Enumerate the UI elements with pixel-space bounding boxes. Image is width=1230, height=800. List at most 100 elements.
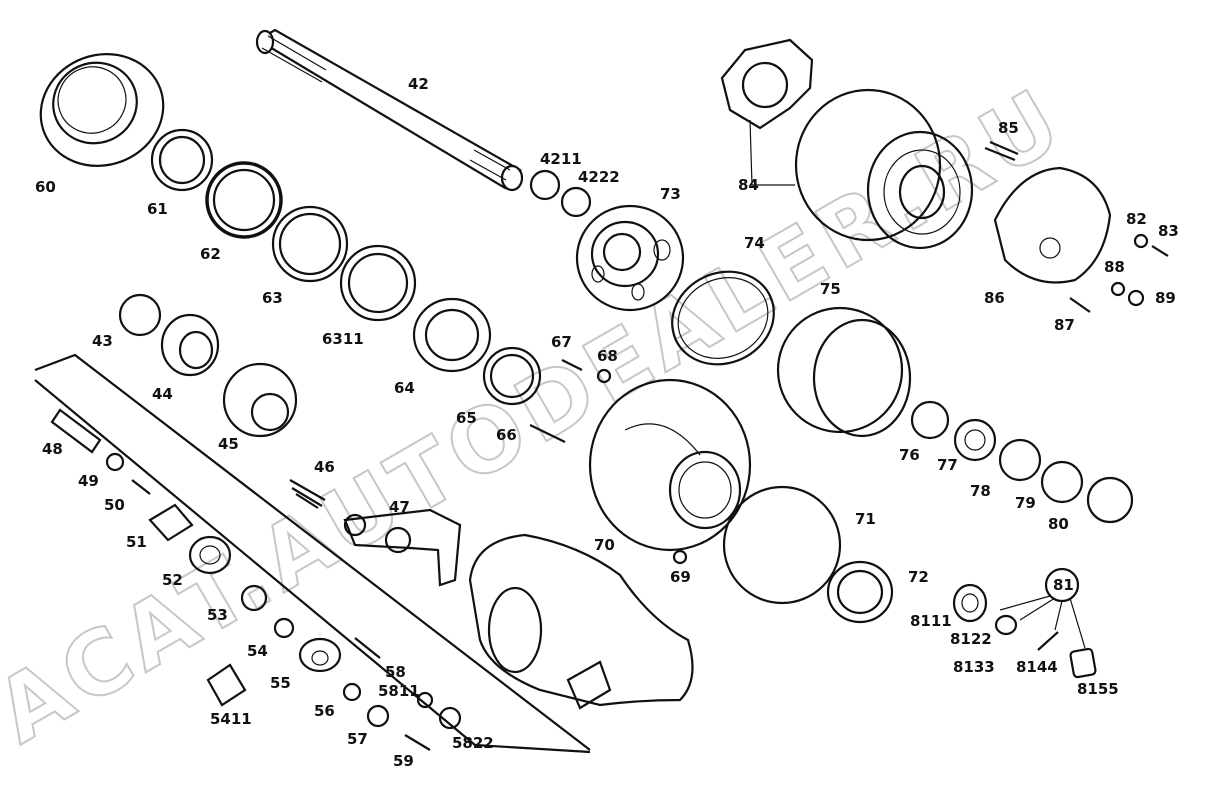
label-60: 60	[35, 178, 56, 196]
part-68-nut	[596, 368, 612, 384]
part-77-gear	[953, 418, 997, 462]
label-74: 74	[744, 234, 765, 252]
label-73: 73	[660, 185, 681, 203]
part-88-washer	[1110, 281, 1126, 297]
part-42-half-shaft	[255, 28, 524, 192]
part-48-pin	[50, 408, 102, 454]
label-4211: 4211	[540, 150, 582, 168]
part-8155-plate	[1069, 647, 1097, 679]
label-71: 71	[855, 510, 876, 528]
part-58-bolt	[354, 637, 381, 659]
label-86: 86	[984, 289, 1005, 307]
label-66: 66	[496, 426, 517, 444]
label-79: 79	[1015, 494, 1036, 512]
part-8122-washer	[994, 614, 1018, 636]
label-76: 76	[899, 446, 920, 464]
part-43-snap-ring	[118, 293, 162, 337]
label-6311: 6311	[322, 330, 364, 348]
label-47: 47	[389, 498, 410, 516]
label-42: 42	[408, 75, 429, 93]
label-54: 54	[247, 642, 268, 660]
part-79-washer	[998, 438, 1042, 482]
label-67: 67	[551, 333, 572, 351]
part-51-plate	[148, 503, 194, 542]
label-75: 75	[820, 280, 841, 298]
part-5822-nut	[438, 706, 462, 730]
part-59-bolt	[404, 734, 431, 751]
part-4211-snap-ring	[529, 169, 561, 201]
label-52: 52	[162, 571, 183, 589]
part-87-bolt	[1069, 297, 1091, 313]
label-61: 61	[147, 200, 168, 218]
label-88: 88	[1104, 258, 1125, 276]
part-60-seal-cover	[39, 53, 165, 167]
label-8144: 8144	[1016, 658, 1058, 676]
part-74-ring	[671, 270, 775, 366]
part-70-wheel-hub	[588, 378, 752, 552]
label-65: 65	[456, 409, 477, 427]
part-71-o-ring	[722, 485, 842, 605]
part-53-bushing	[240, 584, 268, 612]
part-83-bolt	[1151, 245, 1169, 257]
part-61-ring	[150, 128, 214, 192]
part-46-spring	[289, 479, 326, 509]
part-55-flange	[298, 637, 342, 673]
part-84-hub	[720, 38, 974, 250]
label-70: 70	[594, 536, 615, 554]
part-49-ball	[105, 452, 125, 472]
part-6311-ring	[339, 244, 417, 322]
label-84: 84	[738, 176, 759, 194]
label-77: 77	[937, 456, 958, 474]
label-80: 80	[1048, 515, 1069, 533]
label-89: 89	[1155, 289, 1176, 307]
part-89-nut	[1127, 289, 1145, 307]
label-56: 56	[314, 702, 335, 720]
label-85: 85	[998, 119, 1019, 137]
part-8111-gear	[952, 583, 988, 623]
label-59: 59	[393, 752, 414, 770]
part-62-ring	[205, 161, 283, 239]
label-48: 48	[42, 440, 63, 458]
label-62: 62	[200, 245, 221, 263]
part-64-bearing	[412, 297, 492, 373]
part-50-spring	[131, 479, 151, 495]
label-72: 72	[908, 568, 929, 586]
label-8122: 8122	[950, 630, 992, 648]
label-49: 49	[78, 472, 99, 490]
part-80-washer	[1040, 460, 1084, 504]
label-57: 57	[347, 730, 368, 748]
label-53: 53	[207, 606, 228, 624]
label-64: 64	[394, 379, 415, 397]
part-52-flange	[188, 535, 232, 575]
part-75-ring-gear	[776, 306, 912, 438]
part-47-shift-fork	[343, 508, 462, 587]
label-8111: 8111	[910, 612, 952, 630]
part-5811-washer	[416, 691, 434, 709]
part-45-gear	[222, 362, 298, 438]
label-45: 45	[218, 435, 239, 453]
label-63: 63	[262, 289, 283, 307]
part-76-washer	[910, 400, 950, 440]
label-4222: 4222	[578, 168, 620, 186]
part-54-o-ring	[273, 617, 295, 639]
label-43: 43	[92, 332, 113, 350]
label-55: 55	[270, 674, 291, 692]
label-44: 44	[152, 385, 173, 403]
part-63-ring	[271, 205, 349, 283]
part-57-nut	[366, 704, 390, 728]
part-67-stud	[561, 359, 583, 371]
label-8133: 8133	[953, 658, 995, 676]
part-44-bearing	[160, 313, 220, 377]
part-69-nut	[672, 549, 688, 565]
part-82-washer	[1133, 233, 1149, 249]
label-5811: 5811	[378, 682, 420, 700]
label-5822: 5822	[452, 734, 494, 752]
part-81-leader-lines	[999, 595, 1086, 649]
label-58: 58	[385, 663, 406, 681]
part-73-carrier	[575, 204, 685, 312]
label-82: 82	[1126, 210, 1147, 228]
label-78: 78	[970, 482, 991, 500]
label-46: 46	[314, 458, 335, 476]
